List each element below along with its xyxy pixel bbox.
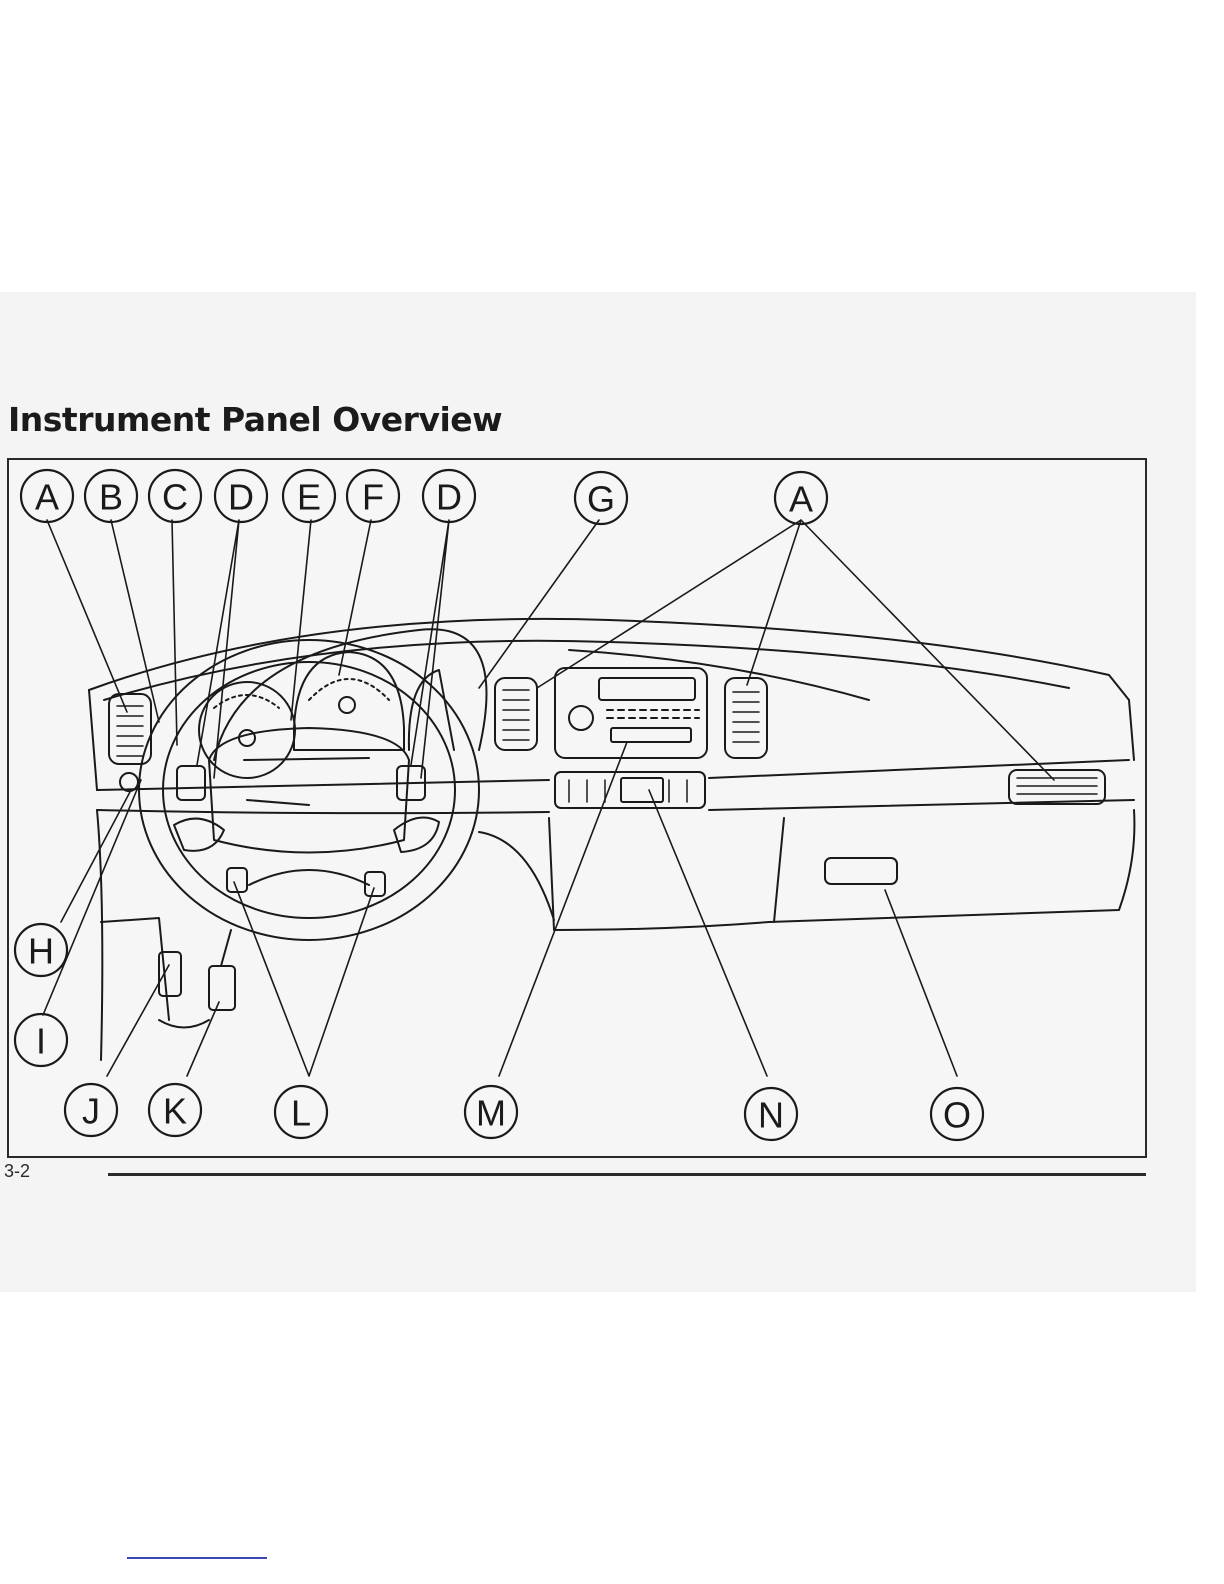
- knee-bolster: [479, 832, 554, 920]
- page-number: 3-2: [4, 1161, 30, 1182]
- callout-g: G: [587, 479, 615, 520]
- glove-box: [549, 810, 1134, 930]
- speedometer-hub: [339, 697, 355, 713]
- floor-line: [159, 1020, 209, 1028]
- instrument-panel-figure: A B C D E F D G A H I J K L M N O: [7, 458, 1147, 1158]
- callout-h: H: [28, 931, 54, 972]
- radio-cassette-slot: [611, 728, 691, 742]
- steering-wheel-hub: [209, 728, 409, 853]
- radio-bezel: [555, 668, 707, 758]
- callout-f: F: [362, 477, 384, 518]
- climate-display: [621, 778, 663, 802]
- tachometer-hub: [239, 730, 255, 746]
- callout-i: I: [36, 1021, 46, 1062]
- dash-trim-line: [97, 800, 1134, 813]
- callout-c: C: [162, 477, 188, 518]
- left-wheel-controls: [177, 766, 205, 800]
- callout-n: N: [758, 1095, 784, 1136]
- callout-b: B: [99, 477, 123, 518]
- glove-box-seam: [774, 818, 784, 922]
- leader-lines: [43, 520, 1054, 1076]
- center-right-vent-louvers: [733, 692, 759, 742]
- callout-d-right: D: [436, 477, 462, 518]
- wheel-spoke-right: [394, 818, 439, 853]
- right-dash-vent: [1009, 770, 1105, 804]
- radio-buttons: [607, 710, 699, 718]
- radio-display: [599, 678, 695, 700]
- dash-left-edge: [89, 690, 97, 790]
- steering-column: [249, 870, 369, 885]
- climate-buttons: [569, 780, 687, 802]
- brake-pedal-arm: [221, 930, 231, 966]
- brake-pedal: [209, 966, 235, 1010]
- center-right-vent: [725, 678, 767, 758]
- steering-wheel-rim: [139, 640, 479, 940]
- center-left-vent-louvers: [503, 690, 529, 740]
- callout-m: M: [476, 1093, 506, 1134]
- wheel-spoke-left: [174, 819, 224, 851]
- radio-knob: [569, 706, 593, 730]
- right-dash-vent-louvers: [1017, 778, 1097, 794]
- callout-e: E: [297, 477, 321, 518]
- windshield-line: [569, 650, 869, 700]
- bottom-link-rule: [127, 1557, 267, 1559]
- lower-dash-line: [97, 760, 1129, 790]
- footer-rule: [108, 1173, 1146, 1176]
- callout-a-left: A: [35, 477, 59, 518]
- callout-k: K: [163, 1091, 187, 1132]
- callout-circles: [15, 470, 983, 1140]
- callout-d-left: D: [228, 477, 254, 518]
- page-title: Instrument Panel Overview: [8, 400, 502, 439]
- callout-a-right: A: [789, 479, 813, 520]
- center-left-vent: [495, 678, 537, 750]
- glove-box-handle: [825, 858, 897, 884]
- callout-l: L: [291, 1093, 311, 1134]
- airbag-cover: [244, 758, 369, 805]
- instrument-panel-illustration: A B C D E F D G A H I J K L M N O: [9, 460, 1149, 1160]
- left-vent-louvers: [117, 706, 143, 756]
- callout-o: O: [943, 1095, 971, 1136]
- callout-j: J: [82, 1091, 100, 1132]
